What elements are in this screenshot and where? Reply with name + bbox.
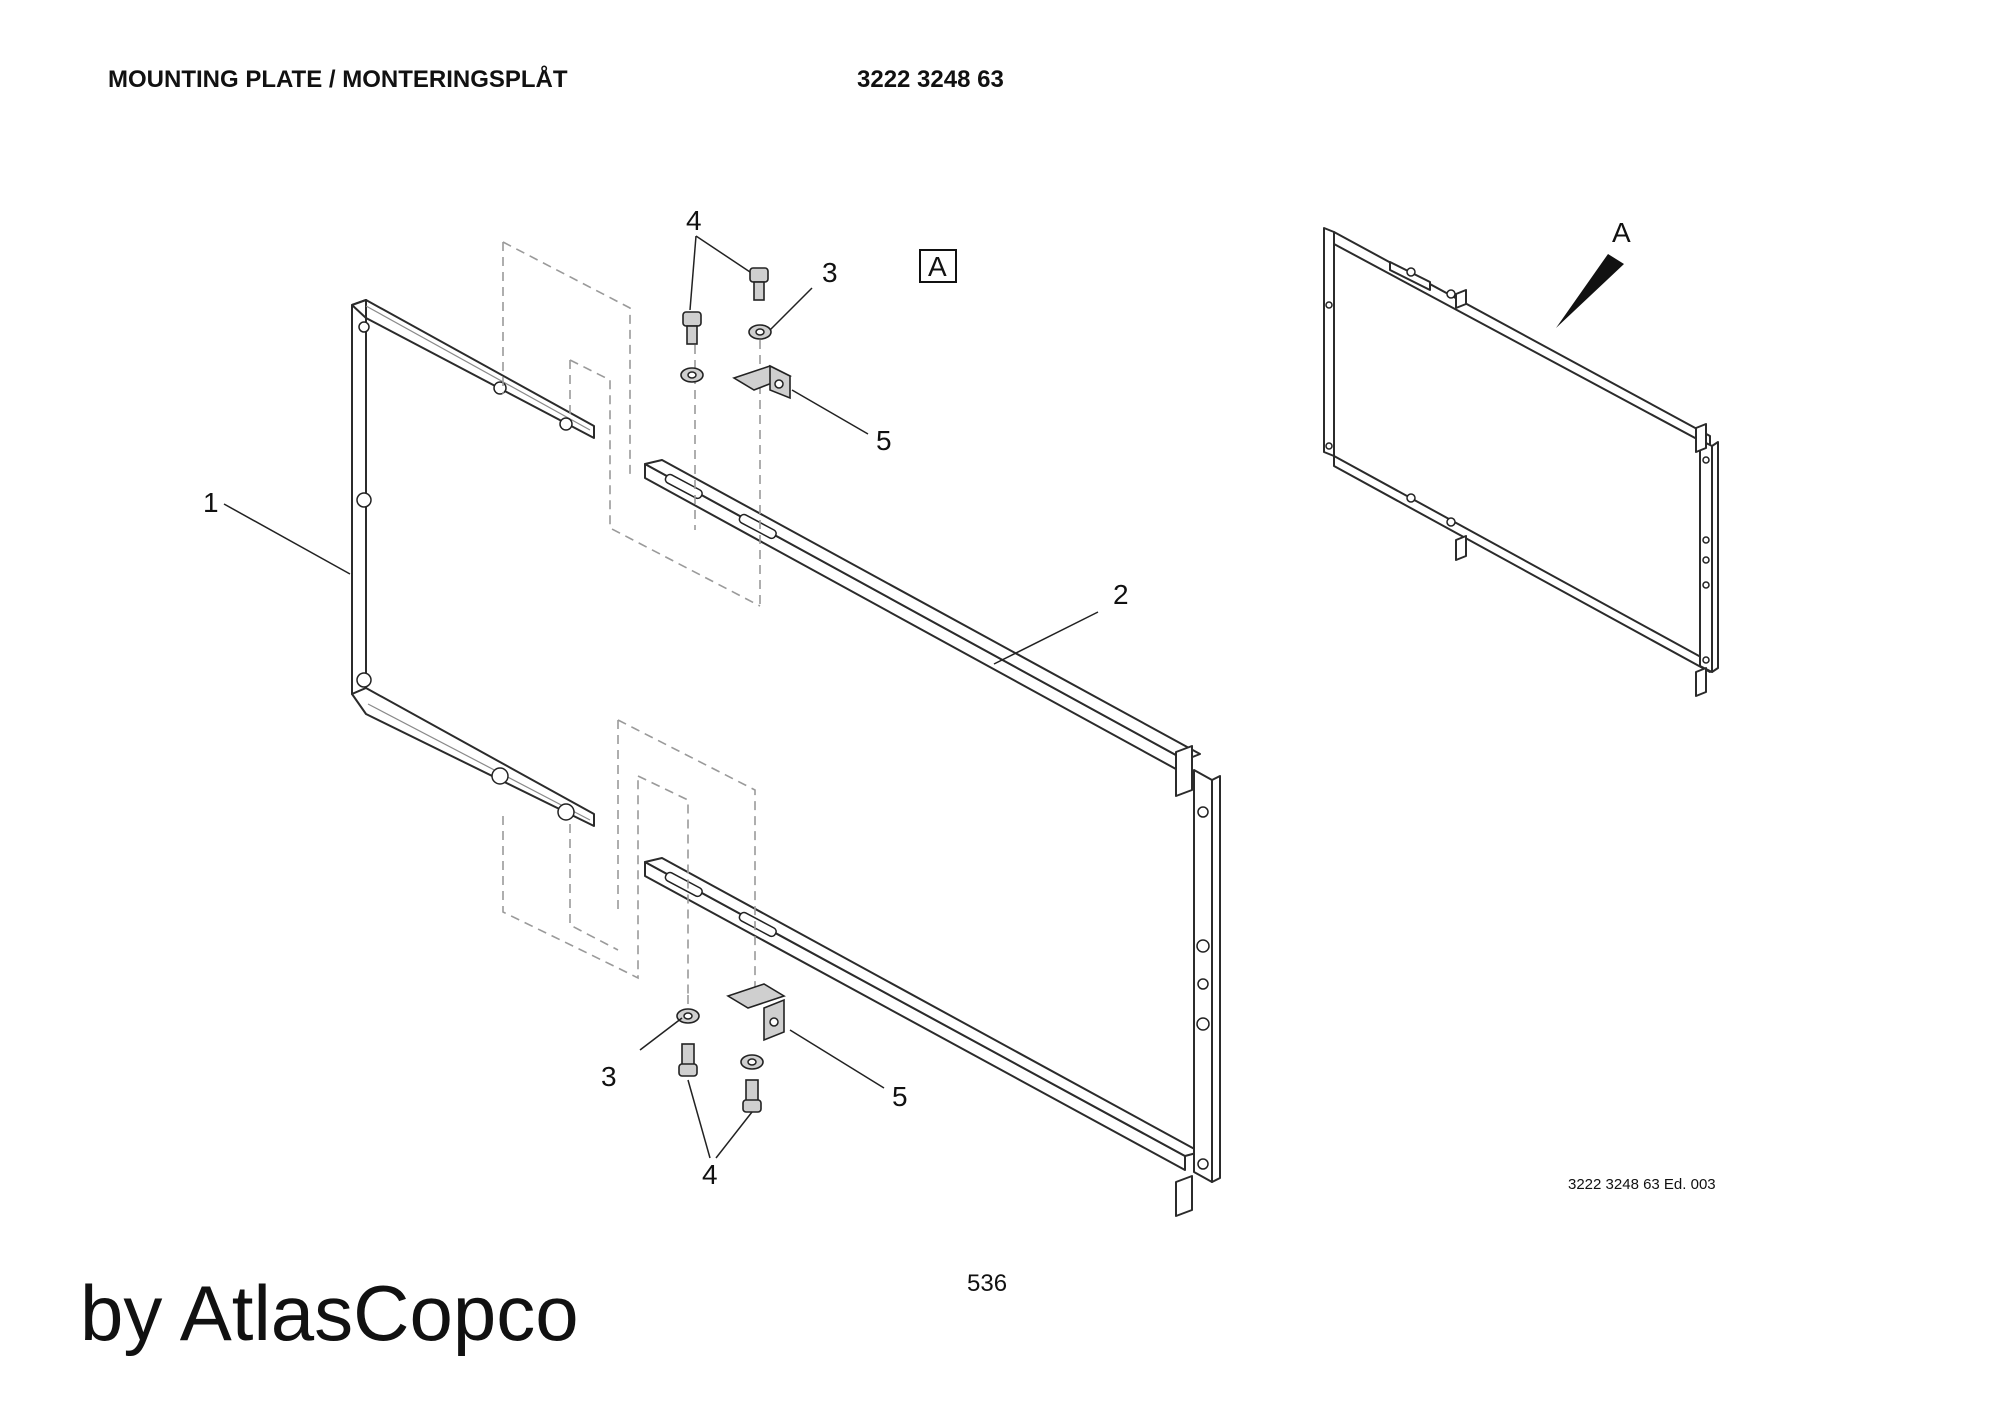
hidden-lines xyxy=(502,241,761,1020)
inset-view-a xyxy=(1323,227,1719,697)
edition-label: 3222 3248 63 Ed. 003 xyxy=(1568,1176,1716,1193)
callout-1-frame: 1 xyxy=(203,487,219,518)
page-number: 536 xyxy=(967,1270,1008,1297)
mounting-frame xyxy=(351,299,1221,1217)
hardware-top xyxy=(680,267,792,400)
callout-4-screw-bottom: 4 xyxy=(702,1159,718,1190)
callout-2-plate: 2 xyxy=(1113,579,1129,610)
callout-5-bracket-bottom: 5 xyxy=(892,1081,908,1112)
view-marker-label: A xyxy=(928,251,947,282)
page-title: MOUNTING PLATE / MONTERINGSPLÅT xyxy=(108,66,568,93)
view-marker-box xyxy=(919,249,957,283)
callout-5-bracket-top: 5 xyxy=(876,425,892,456)
view-arrow-label: A xyxy=(1612,217,1631,248)
callout-3-washer-bottom: 3 xyxy=(601,1061,617,1092)
leader-lines xyxy=(223,235,1099,1159)
callout-3-washer-top: 3 xyxy=(822,257,838,288)
part-number: 3222 3248 63 xyxy=(857,66,1004,93)
hardware-bottom xyxy=(676,983,786,1113)
brand-caption: by AtlasCopco xyxy=(80,1269,579,1357)
callout-4-screw-top: 4 xyxy=(686,205,702,236)
view-direction-arrow-icon xyxy=(1556,254,1624,328)
